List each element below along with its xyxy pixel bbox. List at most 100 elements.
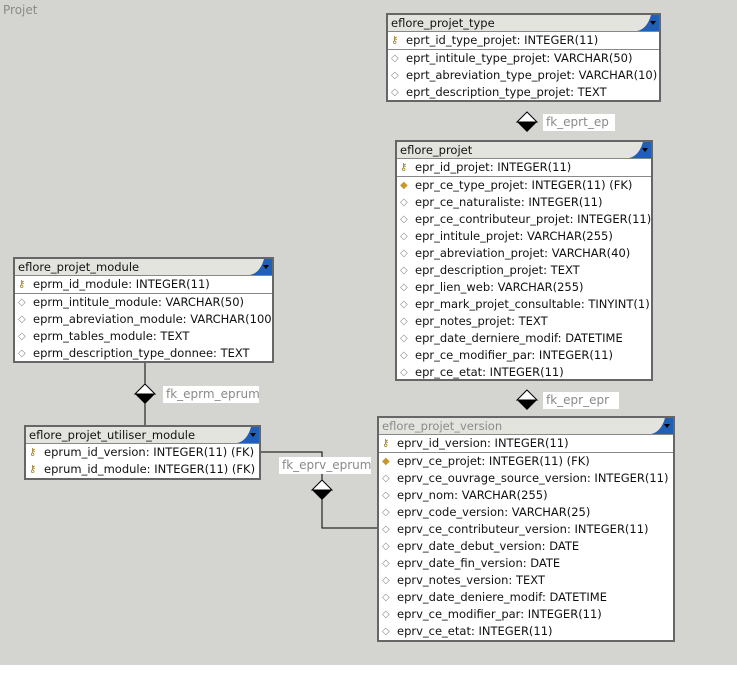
column-row[interactable]: ◇epr_intitule_projet: VARCHAR(255): [397, 228, 651, 245]
column-definition: epr_ce_naturaliste: INTEGER(11): [415, 195, 603, 209]
collapse-dropdown-icon[interactable]: [625, 142, 651, 158]
key-column-row[interactable]: ⚷epr_id_projet: INTEGER(11): [397, 159, 651, 177]
column-row[interactable]: ◇ epr_ce_contributeur_projet: INTEGER(11): [397, 211, 651, 228]
column-row[interactable]: ◇eprm_intitule_module: VARCHAR(50): [15, 294, 272, 311]
column-definition: eprv_id_version: INTEGER(11): [397, 436, 569, 450]
diamond-projet-version: [515, 389, 539, 410]
column-row[interactable]: ◇epr_ce_modifier_par: INTEGER(11): [397, 347, 651, 364]
table-header[interactable]: eflore_projet_utiliser_module: [26, 427, 259, 444]
column-definition: eprv_date_debut_version: DATE: [397, 539, 580, 553]
relation-label[interactable]: fk_eprv_eprum: [279, 457, 371, 474]
column-row[interactable]: ◇ eprt_description_type_projet: TEXT: [388, 84, 659, 100]
column-definition: eprv_date_fin_version: DATE: [397, 556, 561, 570]
attribute-icon: ◇: [400, 214, 408, 225]
column-row[interactable]: ◇ epr_notes_projet: TEXT: [397, 313, 651, 330]
column-row[interactable]: ◆eprv_ce_projet: INTEGER(11) (FK): [379, 453, 673, 470]
column-row[interactable]: ◇eprt_intitule_type_projet: VARCHAR(50): [388, 50, 659, 67]
diamond-utiliser-version: [310, 479, 334, 500]
table-header[interactable]: eflore_projet: [397, 142, 651, 159]
column-row[interactable]: ◇epr_description_projet: TEXT: [397, 262, 651, 279]
column-row[interactable]: ◇ eprv_ce_modifier_par: INTEGER(11): [379, 606, 673, 623]
column-row[interactable]: ◇epr_date_derniere_modif: DATETIME: [397, 330, 651, 347]
column-row[interactable]: ◇ epr_ce_naturaliste: INTEGER(11): [397, 194, 651, 211]
table-name: eflore_projet_type: [391, 16, 495, 30]
attribute-icon: ◇: [400, 316, 408, 327]
column-definition: epr_mark_projet_consultable: TINYINT(1): [415, 297, 650, 311]
attribute-icon: ◇: [382, 473, 390, 484]
key-column-row[interactable]: ⚷eprm_id_module: INTEGER(11): [15, 276, 272, 294]
key-column-row[interactable]: ⚷eprum_id_version: INTEGER(11) (FK): [26, 444, 259, 461]
column-row[interactable]: ◇eprm_tables_module: TEXT: [15, 328, 272, 345]
column-definition: eprv_nom: VARCHAR(255): [397, 488, 548, 502]
column-definition: eprv_date_deniere_modif: DATETIME: [397, 590, 607, 604]
column-row[interactable]: ◇eprm_abreviation_module: VARCHAR(100): [15, 311, 272, 328]
column-row[interactable]: ◇ eprv_date_debut_version: DATE: [379, 538, 673, 555]
attribute-icon: ◇: [382, 541, 390, 552]
table-header[interactable]: eflore_projet_module: [15, 259, 272, 276]
attribute-icon: ◇: [400, 197, 408, 208]
key-column-row[interactable]: ⚷eprt_id_type_projet: INTEGER(11): [388, 32, 659, 50]
table-name: eflore_projet: [400, 143, 473, 157]
relation-label[interactable]: fk_epr_epr: [543, 392, 619, 409]
key-column-row[interactable]: ⚷eprv_id_version: INTEGER(11): [379, 435, 673, 453]
column-definition: eprm_description_type_donnee: TEXT: [33, 346, 250, 360]
column-row[interactable]: ◇epr_lien_web: VARCHAR(255): [397, 279, 651, 296]
table-header[interactable]: eflore_projet_type: [388, 15, 659, 32]
table-header[interactable]: eflore_projet_version: [379, 418, 673, 435]
table-eflore-projet-utiliser-module[interactable]: eflore_projet_utiliser_module ⚷eprum_id_v…: [24, 425, 261, 480]
attribute-icon: ◇: [382, 524, 390, 535]
relation-label[interactable]: fk_eprt_ep: [543, 114, 615, 131]
column-row[interactable]: ◇eprv_date_fin_version: DATE: [379, 555, 673, 572]
collapse-dropdown-icon[interactable]: [647, 418, 673, 434]
column-row[interactable]: ◇ eprv_notes_version: TEXT: [379, 572, 673, 589]
table-eflore-projet[interactable]: eflore_projet ⚷epr_id_projet: INTEGER(11)…: [395, 140, 653, 381]
collapse-dropdown-icon[interactable]: [633, 15, 659, 31]
attribute-icon: ◇: [382, 575, 390, 586]
key-column-row[interactable]: ⚷eprum_id_module: INTEGER(11) (FK): [26, 461, 259, 478]
column-row[interactable]: ◇eprv_ce_etat: INTEGER(11): [379, 623, 673, 640]
primary-key-icon: ⚷: [29, 447, 37, 458]
relation-label[interactable]: fk_eprm_eprum: [163, 386, 259, 403]
attribute-icon: ◇: [382, 609, 390, 620]
attribute-icon: ◇: [382, 490, 390, 501]
column-row[interactable]: ◇epr_mark_projet_consultable: TINYINT(1): [397, 296, 651, 313]
foreign-key-icon: ◆: [382, 456, 390, 467]
column-definition: eprt_id_type_projet: INTEGER(11): [406, 33, 599, 47]
table-eflore-projet-version[interactable]: eflore_projet_version⚷eprv_id_version: I…: [377, 416, 675, 642]
attribute-icon: ◇: [400, 367, 408, 378]
table-name: eflore_projet_utiliser_module: [29, 428, 196, 442]
column-row[interactable]: ◇ eprm_description_type_donnee: TEXT: [15, 345, 272, 361]
attribute-icon: ◇: [391, 87, 399, 98]
column-definition: eprum_id_module: INTEGER(11) (FK): [44, 462, 256, 476]
column-row[interactable]: ◇ eprv_nom: VARCHAR(255): [379, 487, 673, 504]
table-eflore-projet-type[interactable]: eflore_projet_type ⚷eprt_id_type_projet: …: [386, 13, 661, 102]
attribute-icon: ◇: [18, 348, 26, 359]
column-definition: eprv_code_version: VARCHAR(25): [397, 505, 591, 519]
column-definition: epr_notes_projet: TEXT: [415, 314, 548, 328]
attribute-icon: ◇: [382, 507, 390, 518]
attribute-icon: ◇: [400, 350, 408, 361]
attribute-icon: ◇: [400, 282, 408, 293]
column-definition: eprv_notes_version: TEXT: [397, 573, 545, 587]
column-row[interactable]: ◆epr_ce_type_projet: INTEGER(11) (FK): [397, 177, 651, 194]
column-definition: epr_date_derniere_modif: DATETIME: [415, 331, 623, 345]
column-row[interactable]: ◇epr_abreviation_projet: VARCHAR(40): [397, 245, 651, 262]
column-definition: eprv_ce_contributeur_version: INTEGER(11…: [397, 522, 649, 536]
column-row[interactable]: ◇epr_ce_etat: INTEGER(11): [397, 364, 651, 379]
column-row[interactable]: ◇ eprv_code_version: VARCHAR(25): [379, 504, 673, 521]
column-row[interactable]: ◇eprv_date_deniere_modif: DATETIME: [379, 589, 673, 606]
column-row[interactable]: ◇eprv_ce_ouvrage_source_version: INTEGER…: [379, 470, 673, 487]
column-definition: eprt_description_type_projet: TEXT: [406, 85, 607, 99]
column-definition: eprv_ce_modifier_par: INTEGER(11): [397, 607, 602, 621]
collapse-dropdown-icon[interactable]: [233, 427, 259, 443]
primary-key-icon: ⚷: [400, 162, 408, 173]
column-row[interactable]: ◇ eprv_ce_contributeur_version: INTEGER(1…: [379, 521, 673, 538]
column-definition: epr_ce_contributeur_projet: INTEGER(11): [415, 212, 652, 226]
collapse-dropdown-icon[interactable]: [246, 259, 272, 275]
column-row[interactable]: ◇eprt_abreviation_type_projet: VARCHAR(1…: [388, 67, 659, 84]
table-eflore-projet-module[interactable]: eflore_projet_module⚷eprm_id_module: INT…: [13, 257, 274, 363]
attribute-icon: ◇: [391, 53, 399, 64]
column-definition: eprm_tables_module: TEXT: [33, 329, 190, 343]
